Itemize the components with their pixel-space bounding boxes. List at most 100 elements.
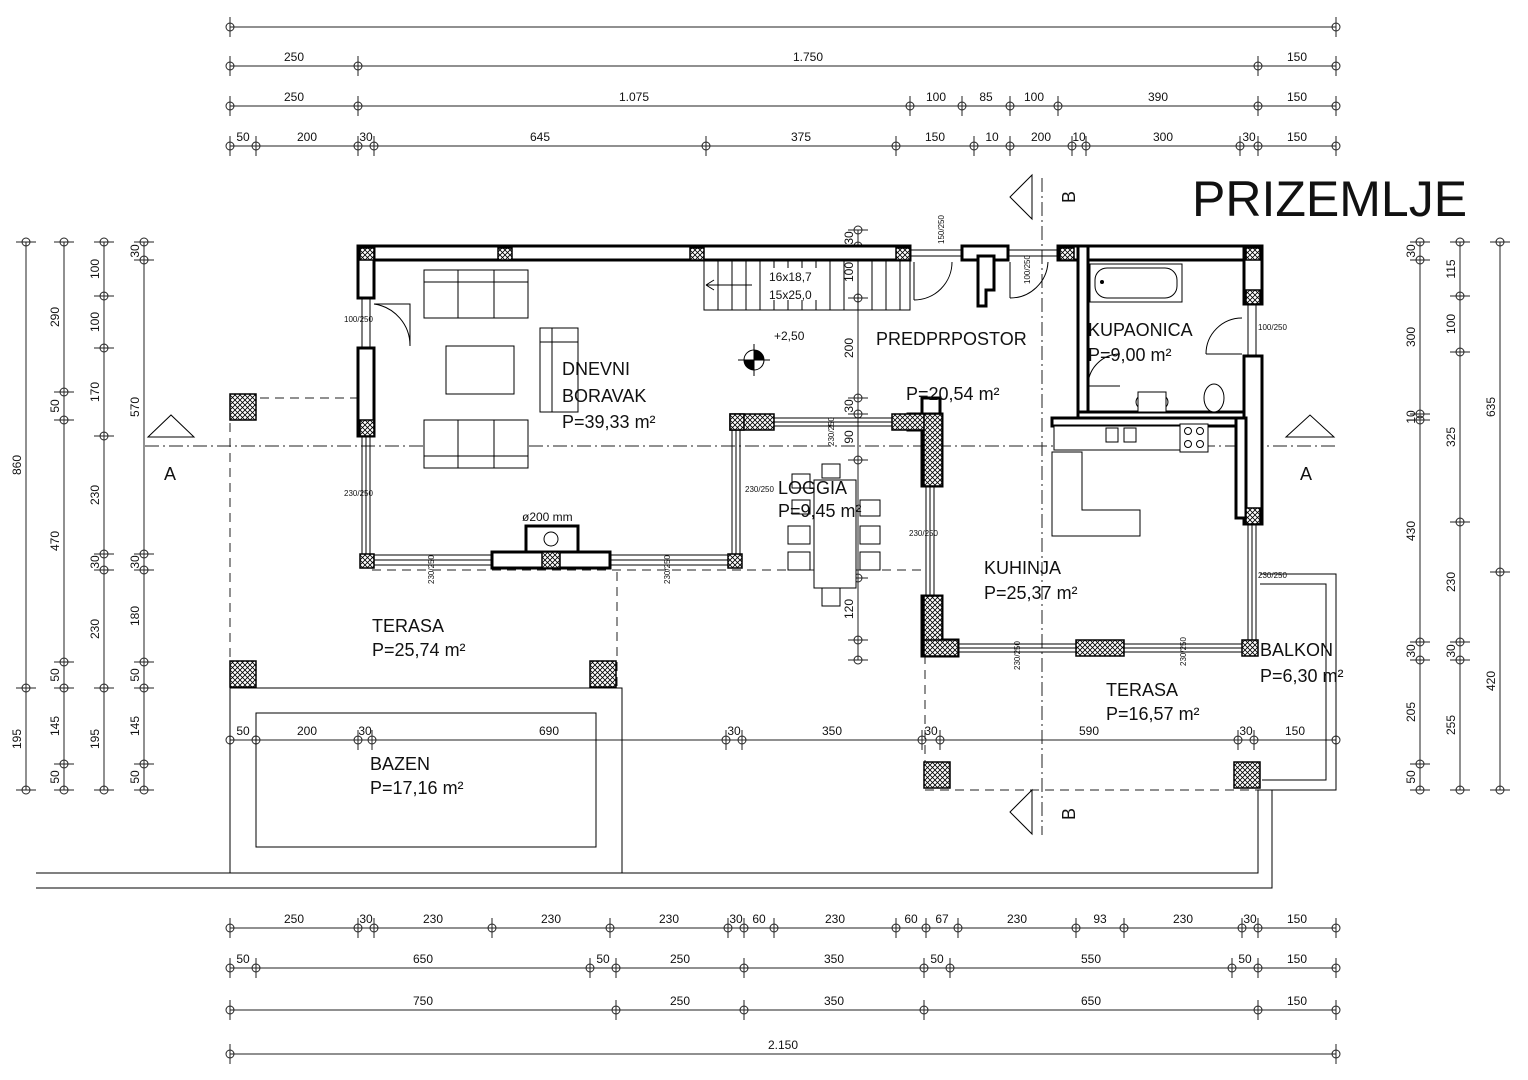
dimension-label: 750 [413,994,433,1008]
dimension-tick [225,17,235,37]
dimension-label: 860 [10,455,24,475]
opening-labels: 100/250 100/250 230/250 230/250 230/250 … [344,215,1287,670]
dimension-label: 100 [88,312,102,332]
dimension-label: 230 [659,912,679,926]
dimension-label: 30 [88,555,102,569]
dimension-label: 350 [824,994,844,1008]
room-predprostor-area: P=20,54 m² [906,384,1000,404]
dimension-label: 230 [541,912,561,926]
dimension-tick [94,785,114,795]
dimension-label: 180 [128,606,142,626]
room-terasa-east-name: TERASA [1106,680,1178,700]
dimension-label: 100 [926,90,946,104]
dimension-label: 230 [1007,912,1027,926]
dimension-tick [369,136,379,156]
dimension-label: 255 [1444,715,1458,735]
dimension-label: 350 [822,724,842,738]
dimension-label: 200 [842,338,856,358]
dimension-tick [945,958,955,978]
opening-label: 230/250 [1179,637,1188,666]
dimension-label: 230 [1444,572,1458,592]
room-labels: DNEVNI BORAVAK P=39,33 m² PREDPRPOSTOR P… [370,320,1344,798]
dimension-tick [225,1044,235,1064]
room-predprostor-name: PREDPRPOSTOR [876,329,1027,349]
dimension-label: 100 [1024,90,1044,104]
dimension-label: 30 [842,399,856,413]
dimension-tick [611,958,621,978]
dimension-label: 195 [10,729,24,749]
dimension-label: 30 [924,724,938,738]
dimension-tick [1071,918,1081,938]
opening-label: 100/250 [344,315,373,324]
dimension-label: 550 [1081,952,1101,966]
dimension-label: 570 [128,397,142,417]
dimension-tick [369,918,379,938]
dimension-label: 170 [88,382,102,402]
opening-label: 230/250 [909,529,938,538]
dimension-tick [225,958,235,978]
dimension-tick [919,958,929,978]
dimension-tick [134,759,154,769]
room-kupaonica-name: KUPAONICA [1088,320,1193,340]
dimension-tick [1253,136,1263,156]
dimension-label: 300 [1153,130,1173,144]
room-terasa-west-area: P=25,74 m² [372,640,466,660]
dimension-tick [1331,958,1341,978]
section-b-bottom-label: B [1059,808,1079,820]
dimension-tick [94,291,114,301]
dimension-tick [605,918,615,938]
dimension-label: 150 [1287,994,1307,1008]
dimension-tick [1450,291,1470,301]
dimension-label: 50 [48,399,62,413]
dimension-tick [1227,958,1237,978]
dimension-label: 150 [925,130,945,144]
dimension-label: 250 [670,952,690,966]
dimension-tick [721,730,731,750]
dimension-label: 230 [88,485,102,505]
dimension-tick [1233,730,1243,750]
opening-label: 230/250 [344,489,373,498]
dimension-label: 93 [1093,912,1107,926]
section-a-left-label: A [164,464,176,484]
dimension-tick [921,918,931,938]
dimension-tick [737,730,747,750]
dimension-label: 250 [670,994,690,1008]
dimension-label: 50 [128,668,142,682]
dimension-tick [1067,136,1077,156]
room-balkon-area: P=6,30 m² [1260,666,1344,686]
dimension-tick [585,958,595,978]
dimension-tick [1450,517,1470,527]
section-a-left-marker [146,414,196,438]
dimension-tick [54,237,74,247]
dimension-tick [94,683,114,693]
room-terasa-west-name: TERASA [372,616,444,636]
dimension-tick [1081,136,1091,156]
dimension-tick [739,918,749,938]
dimension-label: 10 [985,130,999,144]
dimension-label: 30 [727,724,741,738]
dimension-label: 50 [596,952,610,966]
dimension-label: 430 [1404,521,1418,541]
dimension-label: 195 [88,729,102,749]
dimension-label: 645 [530,130,550,144]
dimension-tick [353,56,363,76]
room-balkon-name: BALKON [1260,640,1333,660]
dimension-tick [134,255,154,265]
dimension-tick [953,918,963,938]
room-dnevni-area: P=39,33 m² [562,412,656,432]
chimney-label: ø200 mm [522,510,573,524]
dimension-tick [1490,237,1510,247]
dimension-label: 10 [1404,410,1418,424]
dimension-tick [134,565,154,575]
dimension-tick [1490,567,1510,577]
dimension-label: 30 [128,555,142,569]
dimension-tick [848,635,868,645]
dimension-tick [225,56,235,76]
opening-label: 230/250 [663,555,672,584]
dimension-tick [1410,785,1430,795]
dimension-label: 230 [88,619,102,639]
dimension-tick [353,918,363,938]
section-a-right-marker [1284,414,1336,438]
section-a-right-label: A [1300,464,1312,484]
dimension-tick [16,237,36,247]
